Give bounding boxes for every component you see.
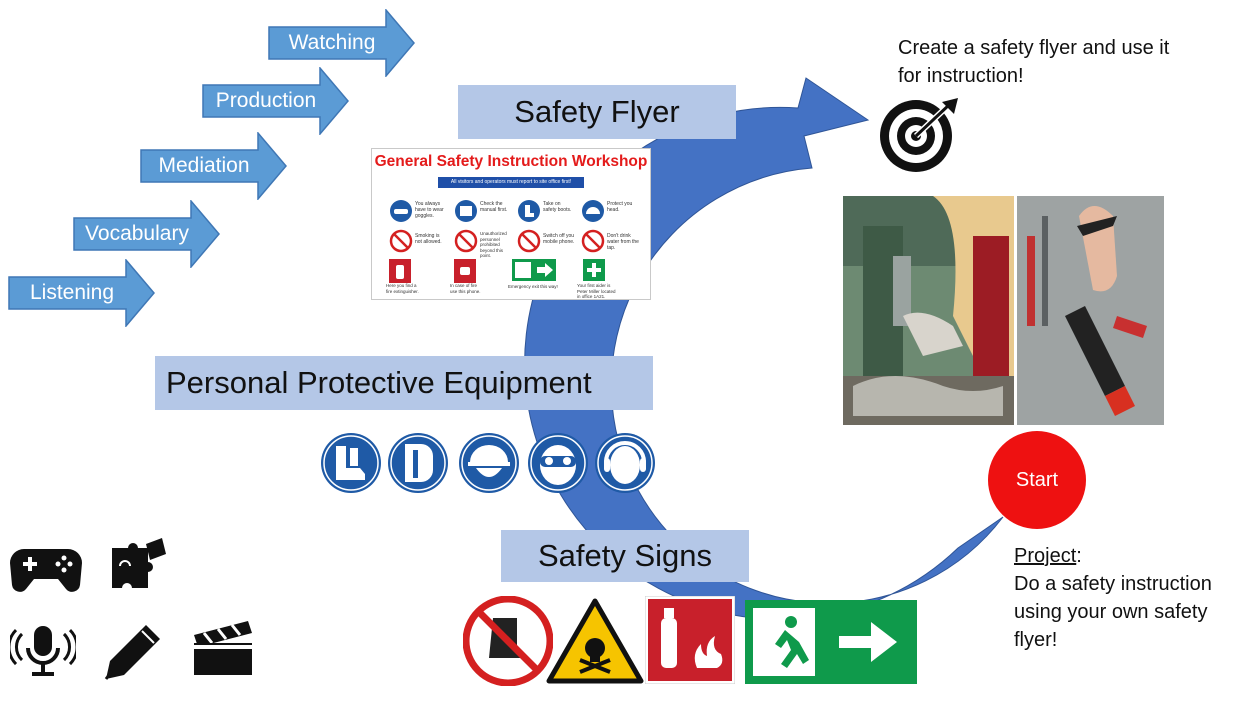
safety-flyer-title: Safety Flyer — [458, 85, 736, 139]
safety-goggles-icon — [528, 433, 588, 493]
flyer-cell: Switch off you mobile phone. — [543, 233, 575, 245]
step-arrow-shape — [268, 9, 415, 77]
face-shield-icon — [388, 433, 448, 493]
first-aid-sign-icon — [583, 259, 605, 281]
flyer-cell: You always have to wear goggles. — [415, 201, 444, 219]
fire-phone-sign-icon — [454, 259, 476, 283]
clapperboard-icon — [194, 621, 252, 675]
goggles-sign-icon — [390, 200, 412, 222]
flyer-subheading: All visitors and operators must report t… — [438, 177, 584, 188]
boots-sign-icon — [518, 200, 540, 222]
flyer-cell: Protect you head. — [607, 201, 633, 213]
helmet-sign-icon — [582, 200, 604, 222]
drilling-photo — [843, 196, 1014, 425]
flyer-cell: Take on safety boots. — [543, 201, 572, 213]
safety-boots-icon — [321, 433, 381, 493]
safety-signs-title: Safety Signs — [501, 530, 749, 582]
flyer-cell: In case of fire use this phone. — [450, 283, 481, 294]
flyer-cell: Unauthorized personnel prohibited beyond… — [480, 231, 507, 258]
tools-photo — [1017, 196, 1164, 425]
project-text: Do a safety instruction using your own s… — [1014, 573, 1212, 651]
step-label: Production — [215, 89, 317, 112]
flyer-cell: Smoking is not allowed. — [415, 233, 442, 245]
flyer-cell: Emergency exit this way! — [508, 284, 558, 289]
fire-extinguisher-sign — [645, 596, 735, 684]
no-entry-sign-icon — [454, 229, 478, 253]
no-smoking-sign-icon — [389, 229, 413, 253]
step-label: Watching — [288, 31, 376, 54]
pen-icon — [104, 625, 160, 680]
extinguisher-sign-icon — [389, 259, 411, 283]
step-arrow-shape — [202, 67, 349, 135]
puzzle-icon — [112, 538, 166, 588]
hard-hat-icon — [459, 433, 519, 493]
project-note: Project: Do a safety instruction using y… — [1014, 545, 1212, 651]
step-label: Vocabulary — [85, 222, 189, 245]
flyer-heading: General Safety Instruction Workshop — [374, 153, 648, 170]
step-arrow-shape — [73, 200, 220, 268]
step-vocabulary: Vocabulary — [73, 200, 221, 268]
step-watching: Watching — [268, 9, 416, 77]
step-label: Listening — [29, 281, 115, 304]
safety-flyer-thumbnail: General Safety Instruction Workshop All … — [371, 148, 651, 300]
no-phone-sign-icon — [517, 229, 541, 253]
flyer-cell: Your first aider is Peter Miller located… — [577, 283, 616, 299]
exit-sign-icon — [512, 259, 556, 281]
target-icon — [880, 98, 958, 172]
flyer-cell: Here you find a fire extinguisher. — [386, 283, 419, 294]
flyer-cell: Check the manual first. — [480, 201, 508, 213]
ear-protection-icon — [595, 433, 655, 493]
manual-sign-icon — [455, 200, 477, 222]
flyer-cell: Don't drink water from the tap. — [607, 233, 639, 251]
gamepad-icon — [10, 549, 82, 592]
microphone-icon — [10, 626, 76, 676]
project-label: Project — [1014, 545, 1077, 567]
step-mediation: Mediation — [140, 132, 288, 200]
step-arrow-shape — [8, 259, 155, 327]
start-button[interactable]: Start — [988, 431, 1086, 529]
ppe-title: Personal Protective Equipment — [155, 356, 653, 410]
emergency-exit-sign — [745, 600, 917, 684]
step-label: Mediation — [158, 154, 250, 177]
step-arrow-shape — [140, 132, 287, 200]
step-listening: Listening — [8, 259, 156, 327]
goal-text: Create a safety flyer and use it for ins… — [898, 37, 1170, 87]
no-gloves-sign — [463, 596, 553, 686]
no-drinking-sign-icon — [581, 229, 605, 253]
step-production: Production — [202, 67, 350, 135]
toxic-warning-sign — [546, 598, 644, 684]
